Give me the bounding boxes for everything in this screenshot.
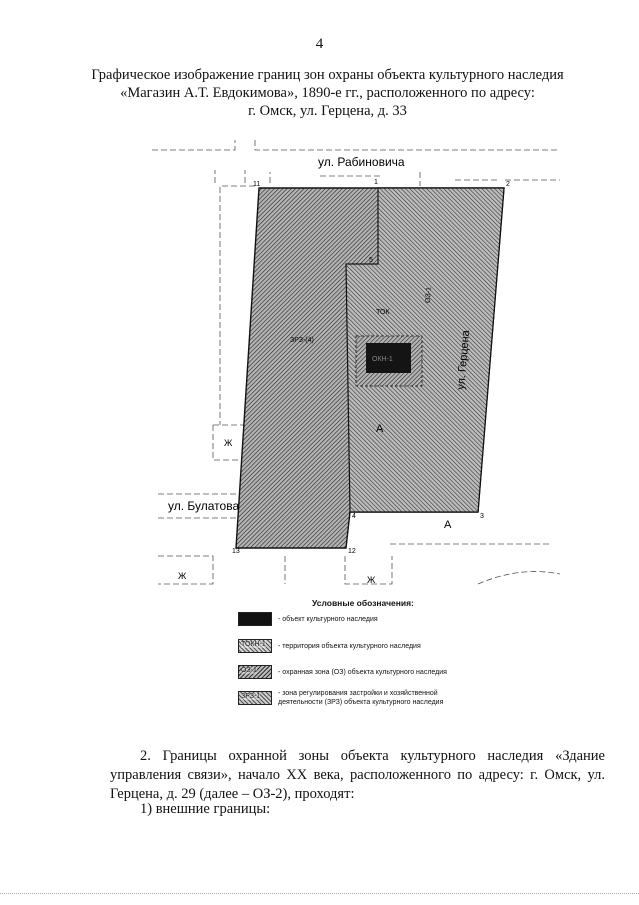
legend-item-zrz: ЗРЗ-1 - зона регулирования застройки и х… — [238, 689, 478, 707]
legend-item-territory: ТОКН-1 - территория объекта культурного … — [238, 639, 421, 653]
boundary-points: 1 2 3 4 11 12 13 5 — [232, 179, 510, 555]
zone-label-tok: ТОК — [376, 309, 390, 316]
point-label: 1 — [374, 179, 378, 186]
legend-swatch: ЗРЗ-1 — [238, 691, 272, 705]
body-paragraph: 2. Границы охранной зоны объекта культур… — [110, 748, 605, 802]
legend-text: - объект культурного наследия — [278, 615, 378, 623]
legend-text: - территория объекта культурного наследи… — [278, 642, 421, 650]
building-marker: Ж — [367, 575, 376, 585]
title-line-2: «Магазин А.Т. Евдокимова», 1890-е гг., р… — [120, 85, 535, 101]
point-label: 11 — [253, 181, 260, 188]
building-marker: Ж — [178, 571, 187, 581]
legend-text: - охранная зона (ОЗ) объекта культурного… — [278, 668, 447, 676]
point-label: 5 — [369, 257, 373, 264]
point-label: 4 — [352, 513, 356, 520]
legend-title: Условные обозначения: — [312, 598, 414, 608]
oz-zone — [345, 187, 505, 513]
inner-boundaries — [346, 188, 379, 265]
page-bottom-edge — [0, 893, 639, 894]
title-line-3: г. Омск, ул. Герцена, д. 33 — [248, 103, 407, 119]
zone-label-zrz: ЗРЗ-(4) — [290, 337, 314, 344]
zone-label-a2: А — [444, 519, 452, 531]
point-label: 12 — [348, 548, 356, 555]
zone-label-oz: ОЗ-1 — [425, 287, 433, 303]
point-label: 3 — [480, 513, 484, 520]
building-marker: Ж — [224, 438, 233, 448]
okn-label: ОКН-1 — [372, 356, 393, 363]
point-label: 2 — [506, 181, 510, 188]
page-number: 4 — [315, 36, 324, 52]
document-title: Графическое изображение границ зон охран… — [40, 66, 615, 120]
point-label: 13 — [232, 548, 240, 555]
legend-swatch: ТОКН-1 — [238, 639, 272, 653]
street-outlines — [152, 140, 561, 585]
legend-text: - зона регулирования застройки и хозяйст… — [278, 690, 444, 706]
title-line-1: Графическое изображение границ зон охран… — [91, 67, 564, 83]
street-bulatova: ул. Булатова — [168, 499, 239, 513]
heritage-object — [366, 343, 411, 373]
street-rabinovich: ул. Рабиновича — [318, 155, 405, 169]
legend-swatch — [238, 612, 272, 626]
street-gertsena: ул. Герцена — [455, 329, 472, 390]
sub-item: 1) внешние границы: — [140, 801, 271, 817]
zone-label-a1: А — [376, 423, 384, 435]
legend-item-heritage-object: - объект культурного наследия — [238, 612, 378, 626]
legend-swatch: ОЗ-1 — [238, 665, 272, 679]
legend-item-oz: ОЗ-1 - охранная зона (ОЗ) объекта культу… — [238, 665, 447, 679]
